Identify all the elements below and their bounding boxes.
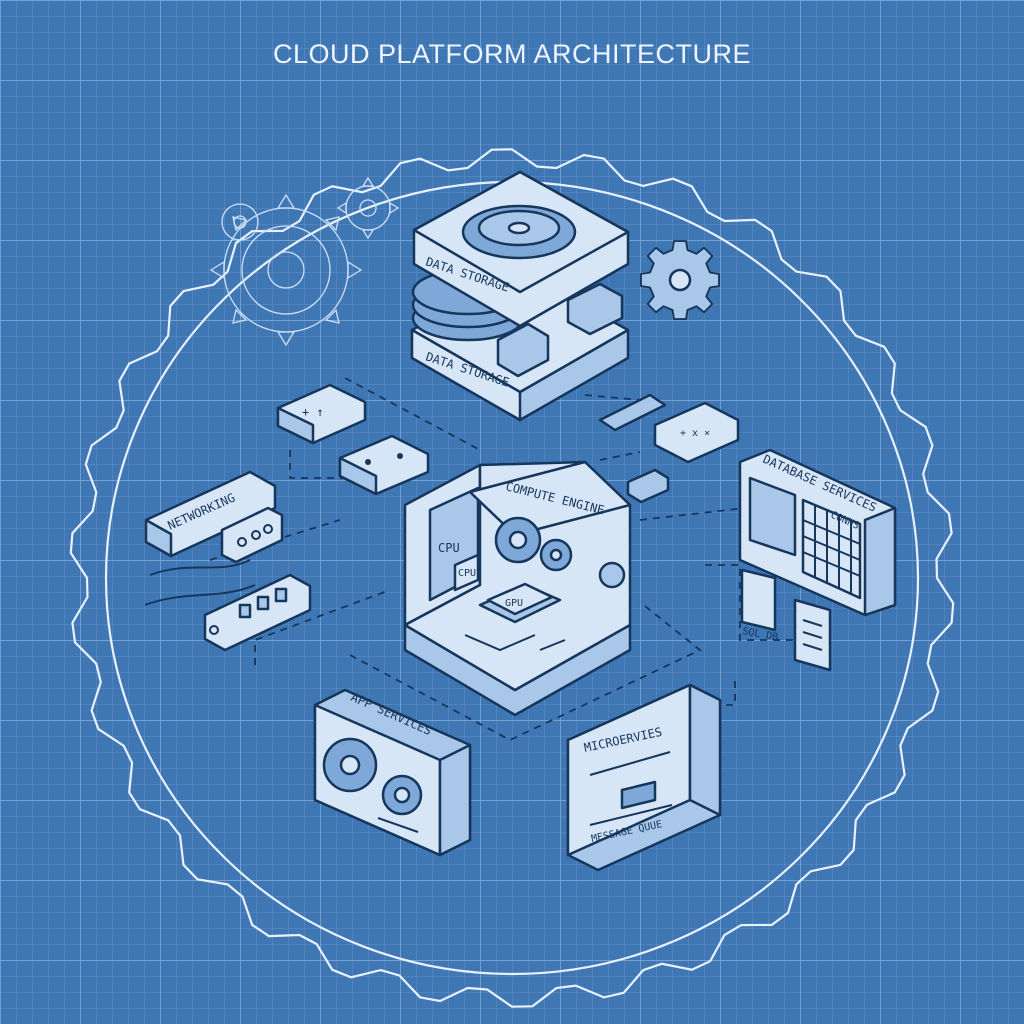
switch-module[interactable] <box>338 434 430 496</box>
compute-engine-component[interactable]: CPU CPU COMPUTE ENGINE GPU <box>403 460 632 717</box>
server-status-icon: + x × <box>680 428 710 439</box>
database-services-component[interactable]: DATABASE SERVICES CONNS SQL DB <box>738 448 897 672</box>
app-services-component[interactable]: APP SERVICES <box>313 688 472 857</box>
gpu-chip-label: GPU <box>505 598 523 609</box>
app-gear-icon <box>322 737 378 793</box>
gear-icon <box>640 240 720 320</box>
router-port-icon: + ↑ <box>302 405 324 419</box>
networking-component[interactable]: NETWORKING <box>144 470 312 652</box>
microservices-component[interactable]: MICROERVIES MESSAGE QUUE <box>566 683 722 872</box>
decorative-gears-icon <box>209 193 363 347</box>
server-module[interactable]: + x × <box>598 393 740 504</box>
app-gear-icon-2 <box>381 774 423 816</box>
compute-gear-icon-2 <box>539 538 573 572</box>
small-decorative-gear-icon-2 <box>221 203 259 241</box>
small-decorative-gear-icon <box>336 176 400 240</box>
cpu-label: CPU <box>438 541 460 555</box>
diagram-title: CLOUD PLATFORM ARCHITECTURE <box>273 39 751 69</box>
compute-gear-icon <box>494 516 542 564</box>
cpu-chip-label: CPU <box>458 568 476 579</box>
router-module[interactable]: + ↑ <box>276 383 367 445</box>
